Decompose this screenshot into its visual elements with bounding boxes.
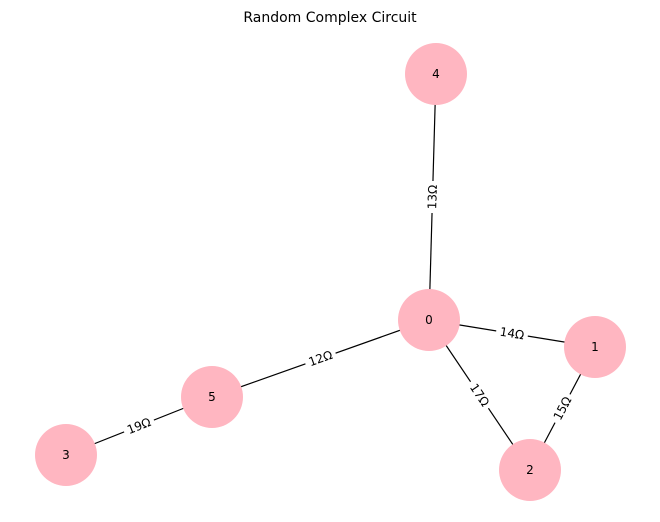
- edge-label-group-5-3: 19Ω: [121, 412, 157, 440]
- edge-label-background: [121, 412, 157, 440]
- node-0: [398, 289, 460, 351]
- edge-label-group-0-1: 14Ω: [494, 323, 530, 344]
- diagram-title: Random Complex Circuit: [243, 10, 417, 26]
- nodes-layer: 0 1 2 3 4 5: [35, 43, 626, 501]
- edge-label-group-0-5: 12Ω: [302, 345, 339, 372]
- node-4: [405, 43, 467, 105]
- node-label-4: 4: [432, 67, 440, 81]
- node-1: [564, 316, 626, 378]
- edge-label-background: [494, 323, 530, 344]
- edge-label-group-0-4: 13Ω: [424, 180, 441, 214]
- edges-layer: [65, 73, 596, 471]
- node-label-3: 3: [62, 448, 70, 462]
- node-label-0: 0: [425, 313, 433, 327]
- node-5: [181, 366, 243, 428]
- edge-label-background: [302, 345, 339, 372]
- node-label-5: 5: [208, 390, 216, 404]
- node-label-1: 1: [591, 340, 599, 354]
- edge-label-background: [424, 180, 441, 214]
- node-2: [499, 439, 561, 501]
- edge-label-background: [463, 377, 496, 413]
- edge-label-background: [547, 390, 578, 427]
- edge-label-group-0-2: 17Ω: [463, 377, 496, 413]
- node-label-2: 2: [526, 463, 534, 477]
- edge-label-0-4: 13Ω: [425, 185, 440, 210]
- node-3: [35, 424, 97, 486]
- edge-label-0-1: 14Ω: [499, 325, 525, 343]
- edge-label-group-1-2: 15Ω: [547, 390, 578, 427]
